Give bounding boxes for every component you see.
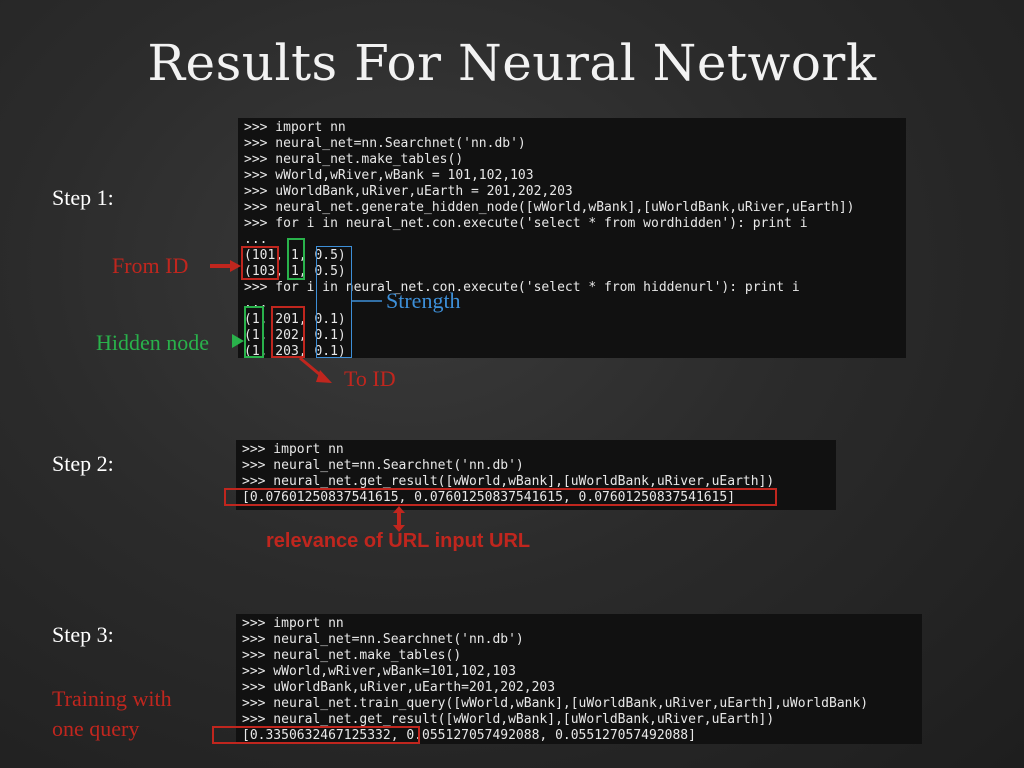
step2-label: Step 2: [52,451,114,476]
training-result-box [212,726,420,744]
strength-box [316,246,352,358]
strength-bracket-icon [352,300,382,302]
terminal-line: ... [244,232,268,247]
terminal-line: >>> uWorldBank,uRiver,uEarth = 201,202,2… [244,184,573,199]
terminal-line: >>> neural_net.generate_hidden_node([wWo… [244,200,855,215]
terminal-line: (1, 202, 0.1) [244,328,346,343]
hidden-node-label: Hidden node [96,330,210,355]
terminal-line: (103, 1, 0.5) [244,264,346,279]
terminal-line: (101, 1, 0.5) [244,248,346,263]
terminal-line: [0.07601250837541615, 0.0760125083754161… [242,490,736,505]
training-label-line1: Training with [52,686,172,711]
terminal-line: >>> import nn [242,442,344,457]
to-id-label: To ID [344,366,396,391]
terminal-step1: >>> import nn >>> neural_net=nn.Searchne… [238,118,906,358]
terminal-line: >>> neural_net.make_tables() [242,648,462,663]
terminal-line: [0.3350632467125332, 0.055127057492088, … [242,728,696,743]
terminal-step2: >>> import nn >>> neural_net=nn.Searchne… [236,440,836,510]
terminal-line: >>> neural_net.get_result([wWorld,wBank]… [242,474,775,489]
training-label-line2: one query [52,716,140,741]
terminal-line: (1, 201, 0.1) [244,312,346,327]
terminal-line: >>> for i in neural_net.con.execute('sel… [244,216,808,231]
terminal-line: >>> uWorldBank,uRiver,uEarth=201,202,203 [242,680,556,695]
relevance-result-box [224,488,777,506]
to-id-arrow-icon [299,356,332,383]
terminal-line: >>> wWorld,wRiver,wBank=101,102,103 [242,664,516,679]
relevance-label: relevance of URL input URL [266,530,531,552]
relevance-arrow-icon [393,506,405,532]
step1-label: Step 1: [52,185,114,210]
from-id-arrow-icon [210,260,241,272]
strength-label: Strength [386,288,461,313]
terminal-line: >>> import nn [244,120,346,135]
hidden-node-box-bottom [244,306,264,358]
terminal-line: >>> neural_net=nn.Searchnet('nn.db') [244,136,526,151]
hidden-node-box-top [287,238,305,280]
terminal-line: >>> neural_net.train_query([wWorld,wBank… [242,696,869,711]
from-id-label: From ID [112,253,189,278]
to-id-box [271,306,305,358]
terminal-line: >>> import nn [242,616,344,631]
training-label: Training with one query [52,684,172,744]
from-id-box [241,246,279,280]
terminal-line: (1, 203, 0.1) [244,344,346,358]
terminal-line: >>> for i in neural_net.con.execute('sel… [244,280,800,295]
step3-label: Step 3: [52,622,114,647]
hidden-node-arrow-icon [232,334,244,348]
terminal-line: >>> neural_net.make_tables() [244,152,464,167]
terminal-line: >>> neural_net=nn.Searchnet('nn.db') [242,632,524,647]
terminal-line: >>> wWorld,wRiver,wBank = 101,102,103 [244,168,534,183]
terminal-line: >>> neural_net=nn.Searchnet('nn.db') [242,458,524,473]
terminal-step3: >>> import nn >>> neural_net=nn.Searchne… [236,614,922,744]
slide-title: Results For Neural Network [147,34,877,92]
terminal-line: >>> neural_net.get_result([wWorld,wBank]… [242,712,775,727]
